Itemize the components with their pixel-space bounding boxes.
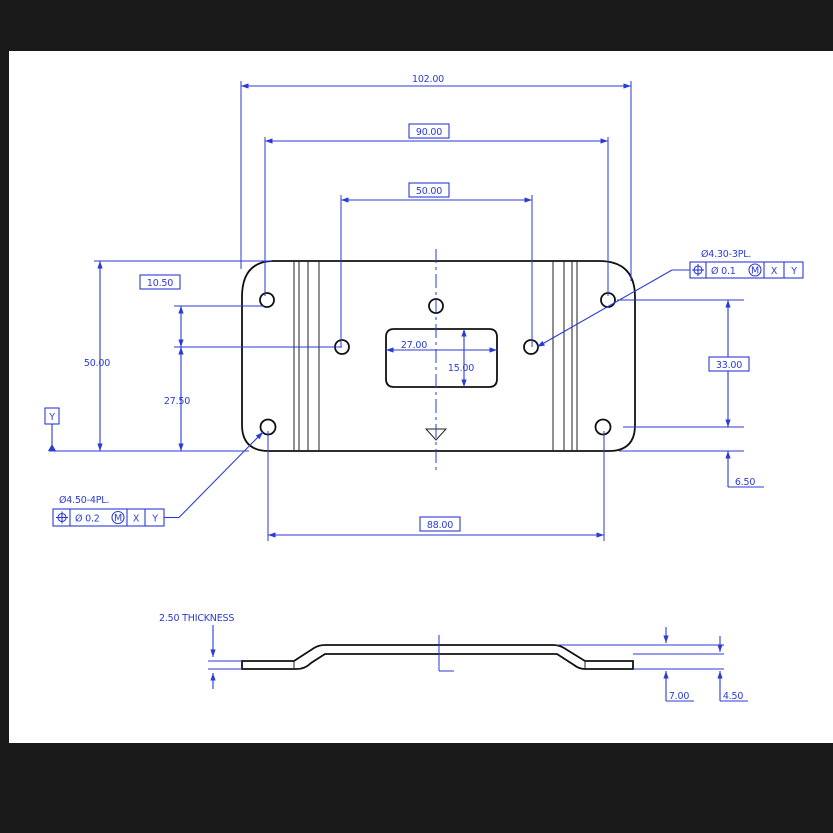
plate-side-view [241, 635, 634, 672]
hole [523, 339, 539, 355]
datum-y: Y [44, 407, 60, 451]
datum-y-label: Y [48, 412, 55, 423]
dimension-lines [97, 83, 764, 538]
extension-lines [49, 81, 744, 541]
dimension-labels: 102.00 90.00 50.00 88.00 50.00 10.50 27.… [84, 74, 756, 532]
side-view-dimensions: 2.50 THICKNESS 7.00 4.50 [159, 613, 748, 702]
plate-top-view [241, 249, 636, 471]
technical-drawing: 102.00 90.00 50.00 88.00 50.00 10.50 27.… [44, 74, 804, 702]
dim-hole-height: 27.50 [164, 396, 190, 407]
dim-inner-hole-span: 50.00 [416, 186, 442, 197]
fcf-top-modifier: M [751, 266, 759, 277]
fcf-top-datum-a: X [771, 266, 778, 277]
position-icon [692, 264, 704, 276]
fcf-top-frame [689, 261, 804, 279]
hole [259, 292, 275, 308]
dim-bottom-hole-span: 88.00 [427, 520, 453, 531]
rib-lines-right [552, 261, 578, 451]
mmc-modifier-icon [111, 510, 125, 525]
fcf-bottom-modifier: M [114, 513, 122, 524]
mmc-modifier-icon [748, 263, 762, 277]
plate-outline [241, 260, 636, 452]
holes [259, 292, 616, 436]
fcf-top-tolerance: Ø 0.1 [711, 266, 736, 277]
side-profile [241, 644, 634, 670]
thickness-note: 2.50 THICKNESS [159, 613, 234, 624]
dim-outer-hole-span: 90.00 [416, 127, 442, 138]
dim-overall-width: 102.00 [412, 74, 444, 85]
dim-overall-height: 50.00 [84, 358, 110, 369]
center-slot [385, 328, 498, 388]
hole-spec-top: Ø4.30-3PL. [701, 249, 751, 260]
dim-slot-width: 27.00 [401, 340, 427, 351]
fcf-bottom-datum-a: X [133, 514, 140, 525]
dim-side-offset-2: 4.50 [723, 691, 744, 702]
dim-right-hole-span: 33.00 [716, 360, 742, 371]
fcf-bottom-datum-b: Y [151, 514, 158, 525]
dim-side-offset-1: 7.00 [669, 691, 690, 702]
drawing-sheet: 102.00 90.00 50.00 88.00 50.00 10.50 27.… [9, 51, 833, 743]
rib-lines-left [293, 261, 320, 451]
hole [594, 418, 612, 436]
dim-edge-offset: 10.50 [147, 278, 173, 289]
fcf-bottom-tolerance: Ø 0.2 [75, 514, 100, 525]
fcf-top-datum-b: Y [790, 266, 797, 277]
dim-slot-height: 15.00 [448, 363, 474, 374]
dim-bottom-offset: 6.50 [735, 477, 756, 488]
hole-callout-bottom: Ø4.50-4PL. Ø 0.2 M X Y [52, 431, 264, 527]
hole-callout-top: Ø4.30-3PL. Ø 0.1 M X Y [536, 249, 804, 348]
hole-spec-bottom: Ø4.50-4PL. [59, 495, 109, 506]
position-icon [56, 511, 68, 524]
